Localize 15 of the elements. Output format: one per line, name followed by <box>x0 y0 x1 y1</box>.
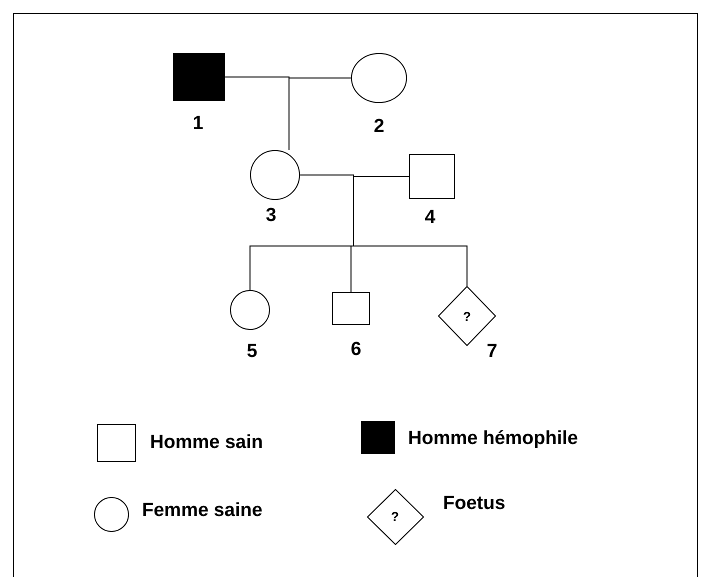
pedigree-line <box>353 176 468 286</box>
individual-number: 2 <box>374 117 384 137</box>
individual-number: 1 <box>192 114 204 134</box>
legend-text: Femme saine <box>142 500 262 522</box>
question-mark: ? <box>463 308 471 326</box>
legend-text: Homme sain <box>150 432 263 454</box>
question-mark: ? <box>391 508 399 526</box>
pedigree-line <box>288 78 352 150</box>
legend-text: Foetus <box>443 493 506 515</box>
individual-number: 5 <box>246 342 258 362</box>
individual-number: 6 <box>350 340 362 360</box>
legend-text: Homme hémophile <box>408 428 578 450</box>
individual-number: 7 <box>486 342 498 362</box>
individual-number: 3 <box>266 206 276 226</box>
individual-number: 4 <box>424 208 436 228</box>
